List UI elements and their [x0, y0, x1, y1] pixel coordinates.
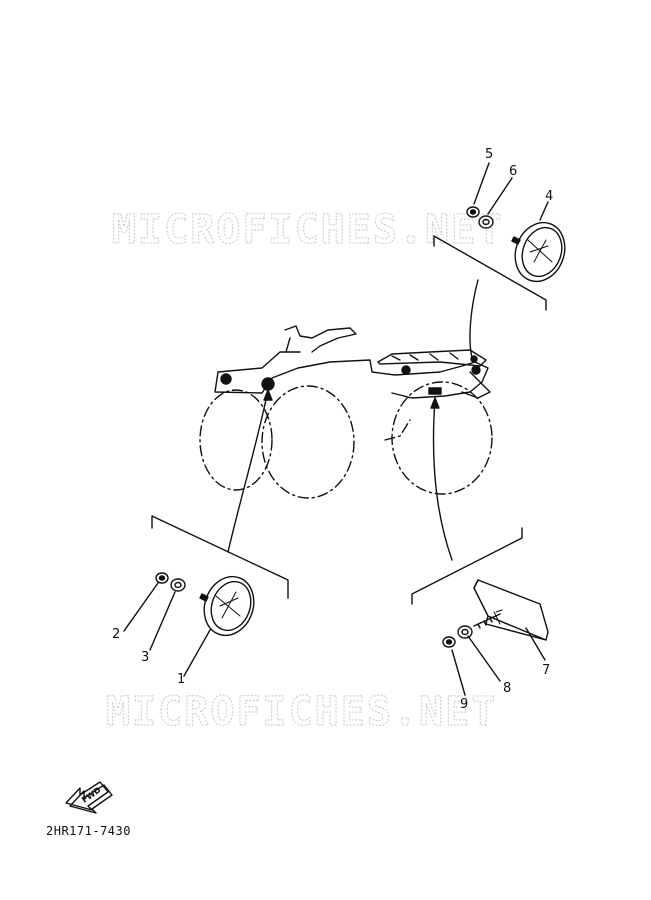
reflector-part-1	[199, 575, 255, 637]
reflector-part-7	[473, 579, 549, 641]
atv-outline	[199, 325, 493, 499]
watermark-bottom: MICROFICHES.NET	[106, 689, 497, 735]
group-bracket-rear	[411, 527, 523, 605]
reflector-part-4	[511, 221, 566, 283]
nut-part-9	[442, 636, 456, 648]
watermark-top: MICROFICHES.NET	[112, 207, 503, 253]
group-bracket-front	[151, 515, 289, 599]
leader-front-reflector	[227, 389, 269, 553]
callout-7: 7	[542, 663, 550, 678]
leader-rear-reflector	[432, 397, 453, 561]
part-number-label: 2HR171-7430	[46, 824, 131, 838]
leader-side-reflector	[469, 279, 479, 359]
washer-part-8	[457, 625, 473, 639]
fwd-arrow-icon	[65, 781, 113, 814]
callout-1: 1	[177, 672, 185, 687]
washer-part-3	[170, 578, 186, 592]
bolt-part-7	[473, 613, 501, 629]
callout-4: 4	[545, 189, 553, 204]
callout-6: 6	[509, 164, 517, 179]
nut-part-5	[466, 206, 480, 218]
washer-part-6	[478, 215, 494, 229]
callout-5: 5	[485, 147, 493, 162]
group-bracket-top	[433, 235, 547, 311]
nut-part-2	[155, 572, 169, 584]
callout-2: 2	[112, 627, 120, 642]
callout-8: 8	[503, 681, 511, 696]
callout-9: 9	[460, 697, 468, 712]
callout-3: 3	[141, 650, 149, 665]
